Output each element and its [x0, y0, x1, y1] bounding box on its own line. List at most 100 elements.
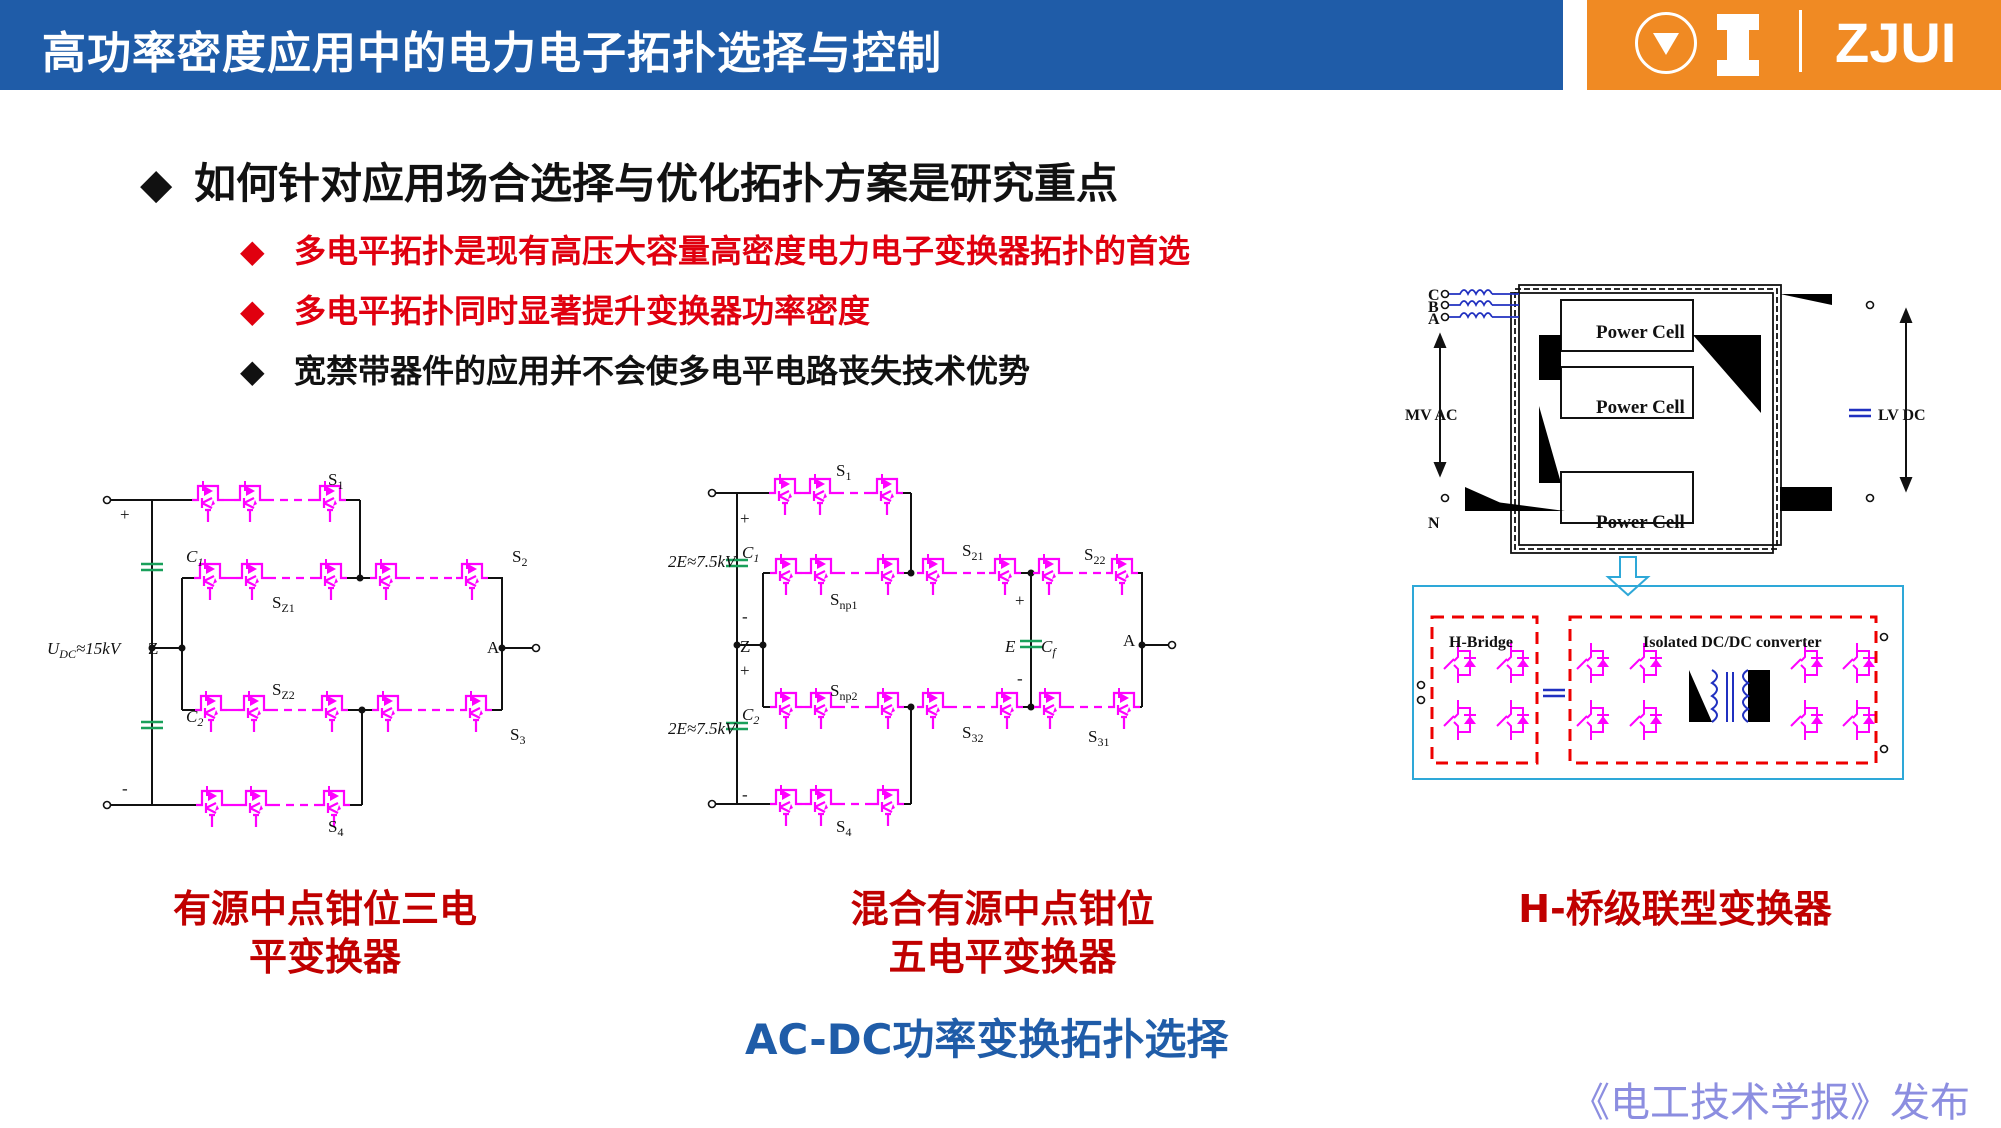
label-lv-dc: LV DC [1878, 407, 1926, 424]
caption-line: 平变换器 [248, 935, 401, 979]
label-z: Z [148, 639, 158, 658]
label-s31: S31 [1088, 727, 1109, 749]
label-minus: - [1017, 669, 1023, 688]
sub-bullet-text: 多电平拓扑同时显著提升变换器功率密度 [294, 292, 871, 330]
terminal-icon [1865, 300, 1875, 310]
label-plus: + [740, 509, 750, 528]
terminal-icon [1440, 493, 1450, 503]
igbt-switch-icon [1104, 552, 1140, 597]
igbt-switch-icon [458, 689, 494, 734]
phase-frame [1518, 284, 1782, 546]
igbt-switch-icon [1443, 699, 1477, 741]
phase-frame [1510, 292, 1774, 554]
label-c2: C2 [742, 705, 759, 727]
label-dcdc: Isolated DC/DC converter [1643, 634, 1822, 651]
label-s3: S3 [510, 725, 525, 747]
illinois-i-icon [1717, 14, 1759, 76]
capacitor-icon [726, 721, 748, 731]
label-s21: S21 [962, 541, 983, 563]
wire [1693, 317, 1780, 511]
label-udc: UDC≈15kV [47, 639, 123, 661]
terminal-icon [531, 643, 541, 653]
igbt-switch-icon [870, 783, 906, 828]
sub-bullet-text: 宽禁带器件的应用并不会使多电平电路丧失技术优势 [294, 352, 1031, 390]
label-minus: - [122, 779, 128, 798]
igbt-switch-icon [234, 557, 270, 602]
label-s2: S2 [512, 547, 527, 569]
label-s1: S1 [328, 470, 343, 492]
caption-line: 混合有源中点钳位 [850, 887, 1155, 931]
igbt-switch-icon [1842, 699, 1876, 741]
slide-title: 高功率密度应用中的电力电子拓扑选择与控制 [42, 28, 942, 79]
label-minus: - [742, 607, 748, 626]
label-plus: + [1015, 591, 1025, 610]
igbt-switch-icon [238, 784, 274, 829]
inductor-icon [1449, 289, 1519, 297]
terminal-icon [1440, 300, 1450, 310]
label-minus: - [742, 785, 748, 804]
igbt-switch-icon [987, 552, 1023, 597]
igbt-switch-icon [368, 557, 404, 602]
igbt-switch-icon [1031, 552, 1067, 597]
label-s32: S32 [962, 723, 983, 745]
logo-divider [1799, 10, 1802, 72]
label-a: A [1123, 631, 1136, 650]
igbt-switch-icon [915, 552, 951, 597]
igbt-switch-icon [194, 784, 230, 829]
double-arrow-icon [1433, 307, 1913, 493]
label-c2: C2 [186, 707, 203, 729]
power-cell-label: Power Cell [1596, 512, 1685, 533]
igbt-switch-icon [869, 472, 905, 517]
header-bar: 高功率密度应用中的电力电子拓扑选择与控制 [0, 0, 1563, 90]
igbt-switch-icon [768, 686, 804, 731]
transformer-icon [1710, 669, 1750, 723]
label-voltage-bottom: 2E≈7.5kV [668, 719, 738, 738]
igbt-switch-icon [313, 557, 349, 602]
label-cf: Cf [1041, 637, 1057, 659]
igbt-switch-icon [1790, 699, 1824, 741]
label-neutral: N [1428, 515, 1440, 532]
wire [1424, 670, 1857, 722]
terminal-icon [1879, 744, 1889, 754]
caption-line: 五电平变换器 [888, 935, 1117, 979]
igbt-switch-icon [989, 686, 1025, 731]
igbt-switch-icon [1106, 686, 1142, 731]
power-cell-box [1560, 299, 1694, 352]
label-phase-c: C [1428, 287, 1440, 304]
igbt-switch-icon [236, 689, 272, 734]
label-mv-ac: MV AC [1405, 407, 1458, 424]
igbt-switch-icon [1576, 642, 1610, 684]
terminal-icon [1416, 695, 1426, 705]
igbt-switch-icon [803, 783, 839, 828]
caption-hanpc5: 混合有源中点钳位 五电平变换器 [835, 885, 1170, 981]
label-a: A [487, 638, 500, 657]
label-s4: S4 [328, 817, 343, 839]
label-phase-b: B [1428, 299, 1439, 316]
igbt-switch-icon [767, 472, 803, 517]
main-bullet: 如何针对应用场合选择与优化拓扑方案是研究重点 [140, 150, 1118, 211]
zjui-logo: ZJUI [1587, 0, 2001, 90]
junction-dot [178, 644, 186, 652]
igbt-switch-icon [1576, 699, 1610, 741]
wire [1465, 335, 1565, 511]
igbt-switch-icon [190, 479, 226, 524]
igbt-switch-icon [1842, 642, 1876, 684]
label-z: Z [740, 637, 750, 656]
igbt-switch-icon [768, 783, 804, 828]
terminal-icon [1865, 493, 1875, 503]
label-s4: S4 [836, 817, 851, 839]
zju-seal-icon [1635, 12, 1697, 74]
caption-chb: H-桥级联型变换器 [1518, 887, 1832, 931]
junction-dot [148, 644, 156, 652]
label-snp1: Snp1 [830, 590, 857, 612]
label-phase-a: A [1428, 311, 1440, 328]
caption-anpc3: 有源中点钳位三电 平变换器 [160, 885, 490, 981]
power-cell-label: Power Cell [1596, 322, 1685, 343]
igbt-switch-icon [1629, 699, 1663, 741]
terminal-icon [707, 488, 717, 498]
phase-frame [1514, 288, 1778, 550]
capacitor-icon [1849, 408, 1871, 418]
label-plus: + [120, 505, 130, 524]
igbt-switch-icon [370, 689, 406, 734]
label-sz2: SZ2 [272, 680, 295, 702]
